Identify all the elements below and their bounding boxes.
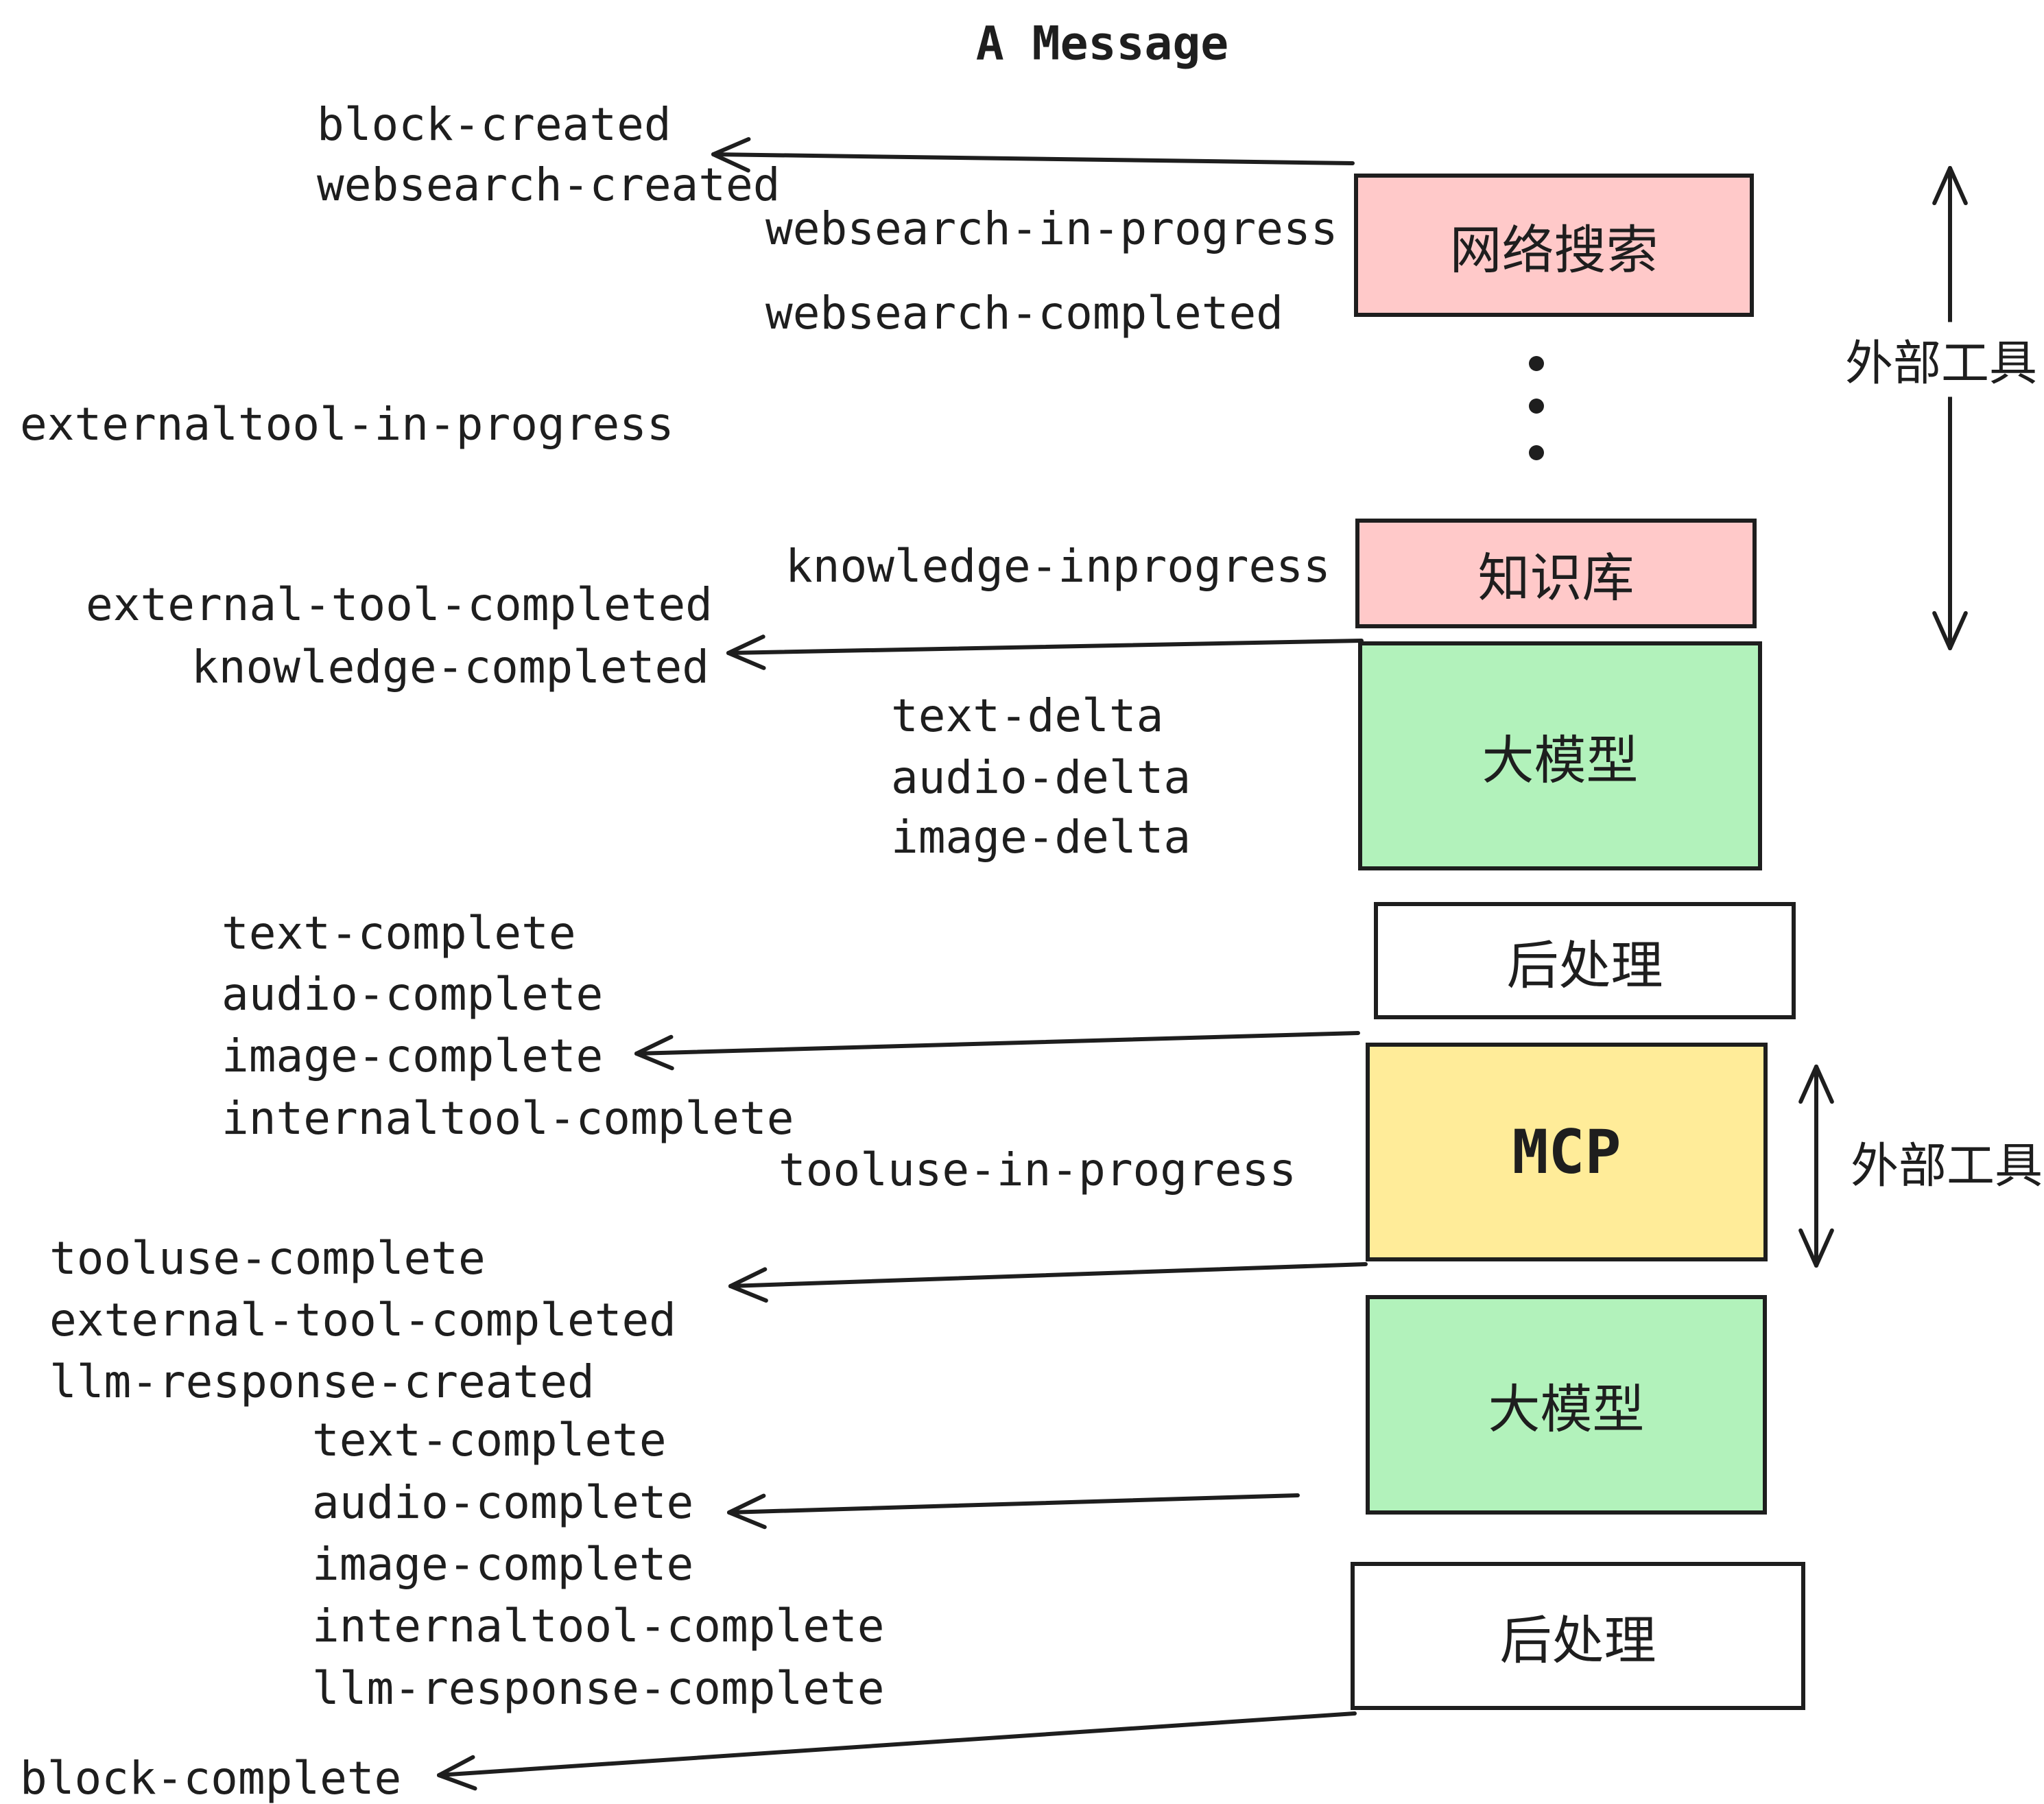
side-label-external-tools-2: 外部工具: [1851, 1139, 2043, 1193]
arrow-0-shaft: [711, 152, 1355, 165]
event-label-llm-response-complete-23: llm-response-complete: [312, 1661, 885, 1715]
event-label-websearch-in-progress-2: websearch-in-progress: [765, 202, 1338, 255]
event-label-tooluse-in-progress-15: tooluse-in-progress: [779, 1143, 1296, 1196]
arrow-5-head-1: [437, 1755, 475, 1777]
arrow-7-double-tail-head-0: [1814, 1228, 1834, 1268]
event-label-tooluse-complete-16: tooluse-complete: [49, 1231, 486, 1285]
event-label-knowledge-inprogress-5: knowledge-inprogress: [785, 539, 1331, 593]
diagram-title: A Message: [975, 16, 1229, 71]
event-label-block-complete-24: block-complete: [20, 1751, 402, 1804]
box-postprocess-2: 后处理: [1351, 1562, 1805, 1710]
event-label-externaltool-in-progress-4: externaltool-in-progress: [20, 397, 674, 451]
arrow-3-shaft: [728, 1262, 1368, 1288]
box-mcp: MCP: [1366, 1043, 1768, 1261]
event-label-audio-complete-12: audio-complete: [222, 967, 604, 1021]
box-websearch: 网络搜索: [1354, 174, 1754, 317]
arrow-6-double-tail-head-1: [1932, 610, 1952, 650]
arrow-4-head-0: [727, 1510, 767, 1530]
event-label-text-delta-8: text-delta: [891, 689, 1164, 742]
box-label-postprocess-2: 后处理: [1499, 1612, 1656, 1670]
arrow-6-double-tail-head-0: [1948, 610, 1968, 650]
event-label-llm-response-created-18: llm-response-created: [49, 1355, 595, 1408]
side-label-external-tools-1: 外部工具: [1838, 322, 2044, 397]
event-label-websearch-created-1: websearch-created: [317, 158, 781, 211]
ellipsis-dot-1: [1529, 399, 1544, 414]
arrow-0-head-0: [711, 152, 750, 173]
box-knowledge-base: 知识库: [1355, 519, 1757, 628]
box-label-postprocess-1: 后处理: [1506, 936, 1663, 995]
event-label-websearch-completed-3: websearch-completed: [765, 286, 1283, 340]
event-label-text-complete-19: text-complete: [312, 1413, 667, 1467]
arrow-4-head-1: [727, 1493, 766, 1515]
arrow-2-head-1: [634, 1034, 674, 1056]
event-label-audio-complete-20: audio-complete: [312, 1475, 694, 1529]
event-label-image-complete-21: image-complete: [312, 1537, 694, 1591]
box-label-websearch: 网络搜索: [1449, 221, 1659, 280]
arrow-6-double-head-0: [1932, 166, 1952, 206]
arrow-2-head-0: [634, 1052, 674, 1071]
arrow-2-shaft: [634, 1031, 1360, 1056]
arrow-5-shaft: [437, 1711, 1357, 1777]
box-label-llm-1: 大模型: [1482, 732, 1639, 790]
ellipsis-dot-2: [1529, 445, 1544, 460]
arrow-4-shaft: [727, 1493, 1300, 1515]
event-label-internaltool-complete-22: internaltool-complete: [312, 1599, 885, 1652]
event-label-external-tool-completed-17: external-tool-completed: [49, 1293, 676, 1346]
box-label-llm-2: 大模型: [1488, 1381, 1645, 1439]
arrow-7-double-head-0: [1798, 1065, 1818, 1104]
arrow-1-head-1: [726, 634, 765, 655]
arrow-3-head-0: [728, 1284, 768, 1303]
box-label-knowledge-base: 知识库: [1477, 549, 1635, 608]
event-label-image-complete-13: image-complete: [222, 1029, 604, 1082]
arrow-1-head-0: [726, 651, 766, 670]
event-label-internaltool-complete-14: internaltool-complete: [222, 1091, 794, 1145]
arrow-3-head-1: [728, 1267, 768, 1288]
arrow-7-double-head-1: [1814, 1065, 1834, 1104]
arrow-7-double-tail-head-1: [1798, 1228, 1818, 1268]
arrow-6-double-head-1: [1948, 166, 1968, 206]
ellipsis-dot-0: [1529, 356, 1544, 371]
event-label-image-delta-10: image-delta: [891, 810, 1191, 864]
event-label-external-tool-completed-6: external-tool-completed: [86, 578, 713, 631]
box-llm-1: 大模型: [1358, 641, 1762, 870]
arrow-5-head-0: [437, 1773, 477, 1791]
arrow-0-head-1: [711, 137, 751, 156]
box-llm-2: 大模型: [1366, 1295, 1767, 1515]
event-label-knowledge-completed-7: knowledge-completed: [191, 640, 709, 693]
event-label-text-complete-11: text-complete: [222, 906, 576, 960]
box-postprocess-1: 后处理: [1374, 902, 1796, 1019]
arrow-1-shaft: [726, 639, 1364, 655]
event-label-block-created-0: block-created: [317, 97, 672, 151]
box-label-mcp: MCP: [1512, 1117, 1621, 1187]
event-label-audio-delta-9: audio-delta: [891, 750, 1191, 804]
